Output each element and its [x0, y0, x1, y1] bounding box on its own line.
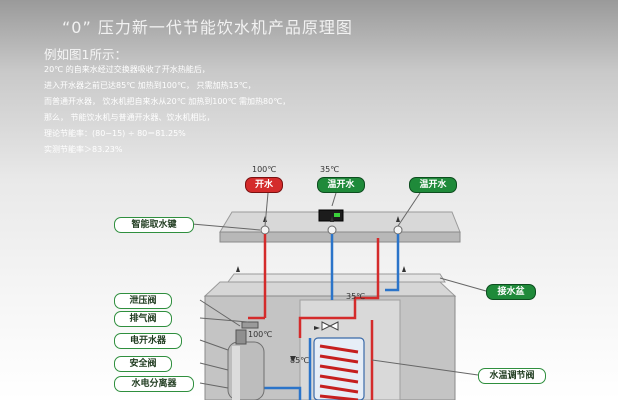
cabinet-top	[203, 281, 457, 297]
tap-boiling	[260, 225, 270, 235]
tap-warm2	[393, 225, 403, 235]
temp-internal-100: 100℃	[248, 330, 273, 339]
outlet-warm2-label: 温开水	[409, 177, 457, 193]
flow-arrows	[236, 216, 406, 362]
description-line: 实测节能率＞83.23%	[44, 145, 123, 154]
callout-leaders	[191, 192, 487, 389]
drip-tray-shape	[227, 273, 446, 283]
temp-internal-35: 35℃	[346, 292, 366, 301]
description-line: 而普通开水器， 饮水机把自来水从20℃ 加热到100℃ 需加热80℃，	[44, 97, 291, 106]
description-line: 那么， 节能饮水机与普通开水器、饮水机相比，	[44, 113, 215, 122]
valve-symbol	[321, 321, 339, 331]
callout-separator: 水电分离器	[114, 376, 194, 392]
outlet-warm-label: 温开水	[317, 177, 365, 193]
temp-internal-85: 85℃	[290, 356, 310, 365]
outlet-boiling-label: 开水	[245, 177, 283, 193]
display-led	[334, 213, 340, 217]
description-line: 20℃ 的自来水经过交换器吸收了开水热能后，	[44, 65, 210, 74]
description-line: 理论节能率：(80−15) ÷ 80＝81.25%	[44, 129, 186, 138]
cold-pipes	[248, 234, 400, 400]
page-subtitle: 例如图1所示：	[44, 47, 127, 62]
temp-boiling: 100℃	[252, 165, 277, 174]
heat-exchanger	[313, 337, 365, 400]
counter-front	[219, 231, 461, 243]
callout-safety-valve: 安全阀	[114, 356, 172, 372]
callout-smart-key: 智能取水键	[114, 217, 194, 233]
tap-warm	[327, 225, 337, 235]
callout-pressure-valve: 泄压阀	[114, 293, 172, 309]
boiler-tank	[227, 321, 265, 400]
callout-temp-valve: 水温调节阀	[478, 368, 546, 384]
callout-electric-boiler: 电开水器	[114, 333, 182, 349]
callout-drip-tray: 接水盆	[486, 284, 536, 300]
description-line: 进入开水器之前已达85℃ 加热到100℃， 只需加热15℃，	[44, 81, 256, 90]
page-title: “0” 压力新一代节能饮水机产品原理图	[62, 18, 353, 37]
callout-exhaust-valve: 排气阀	[114, 311, 172, 327]
temp-warm: 35℃	[320, 165, 340, 174]
